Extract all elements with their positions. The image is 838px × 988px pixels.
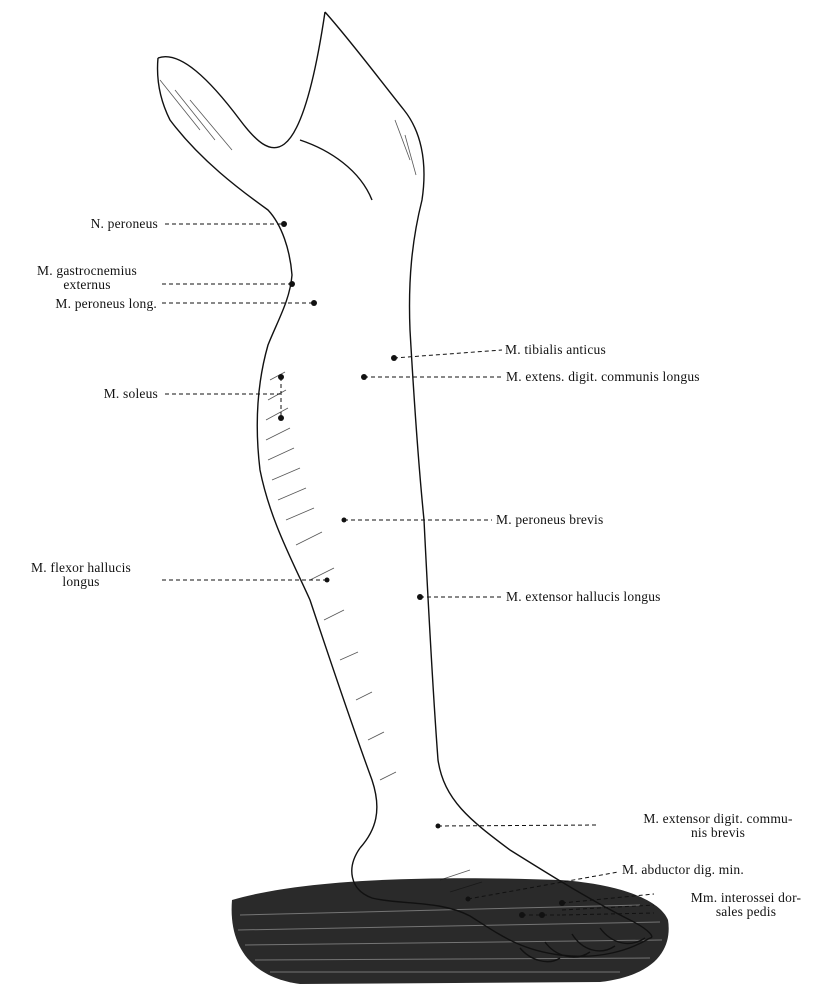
- label-n-peroneus-text: N. peroneus: [91, 216, 158, 231]
- calf-shading: [160, 80, 482, 892]
- label-extens-digit: M. extens. digit. communis longus: [506, 370, 700, 384]
- label-extens-digit-text: M. extens. digit. communis longus: [506, 369, 700, 384]
- label-peroneus-brevis-text: M. peroneus brevis: [496, 512, 603, 527]
- label-flexor-hallucis-line2: longus: [6, 575, 156, 589]
- dot-peroneus-long: [311, 300, 317, 306]
- dot-peroneus-brevis: [342, 518, 347, 523]
- label-flexor-hallucis-line1: M. flexor hallucis: [6, 561, 156, 575]
- dot-tibialis: [391, 355, 397, 361]
- label-abductor: M. abductor dig. min.: [622, 863, 744, 877]
- label-gastrocnemius: M. gastrocnemius externus: [12, 264, 162, 292]
- label-soleus: M. soleus: [60, 387, 158, 401]
- dot-n-peroneus: [281, 221, 287, 227]
- label-interossei: Mm. interossei dor- sales pedis: [656, 891, 836, 919]
- label-extensor-digit-brevis-line2: nis brevis: [600, 826, 836, 840]
- label-flexor-hallucis: M. flexor hallucis longus: [6, 561, 156, 589]
- dot-extensor-hallucis: [417, 594, 423, 600]
- dot-interossei-3: [559, 900, 565, 906]
- label-peroneus-long-text: M. peroneus long.: [55, 296, 157, 311]
- label-abductor-text: M. abductor dig. min.: [622, 862, 744, 877]
- label-peroneus-long: M. peroneus long.: [2, 297, 157, 311]
- dot-abductor: [466, 897, 471, 902]
- dot-extens-digit: [361, 374, 367, 380]
- label-tibialis-text: M. tibialis anticus: [505, 342, 606, 357]
- dot-soleus-top: [278, 374, 284, 380]
- dot-interossei-2: [539, 912, 545, 918]
- label-tibialis: M. tibialis anticus: [505, 343, 606, 357]
- leg-outline: [158, 12, 652, 962]
- label-extensor-hallucis-text: M. extensor hallucis longus: [506, 589, 661, 604]
- label-n-peroneus: N. peroneus: [40, 217, 158, 231]
- marker-dots: [278, 221, 565, 918]
- dot-soleus-bottom: [278, 415, 284, 421]
- dot-flexor-hallucis: [325, 578, 330, 583]
- dot-extensor-digit-brevis: [436, 824, 441, 829]
- leader-lines: [162, 224, 654, 915]
- label-extensor-digit-brevis: M. extensor digit. commu- nis brevis: [600, 812, 836, 840]
- label-interossei-line1: Mm. interossei dor-: [656, 891, 836, 905]
- label-peroneus-brevis: M. peroneus brevis: [496, 513, 603, 527]
- dot-gastrocnemius: [289, 281, 295, 287]
- label-gastrocnemius-line2: externus: [12, 278, 162, 292]
- label-extensor-hallucis: M. extensor hallucis longus: [506, 590, 661, 604]
- label-interossei-line2: sales pedis: [656, 905, 836, 919]
- label-gastrocnemius-line1: M. gastrocnemius: [12, 264, 162, 278]
- label-extensor-digit-brevis-line1: M. extensor digit. commu-: [600, 812, 836, 826]
- label-soleus-text: M. soleus: [104, 386, 158, 401]
- dot-interossei-1: [519, 912, 525, 918]
